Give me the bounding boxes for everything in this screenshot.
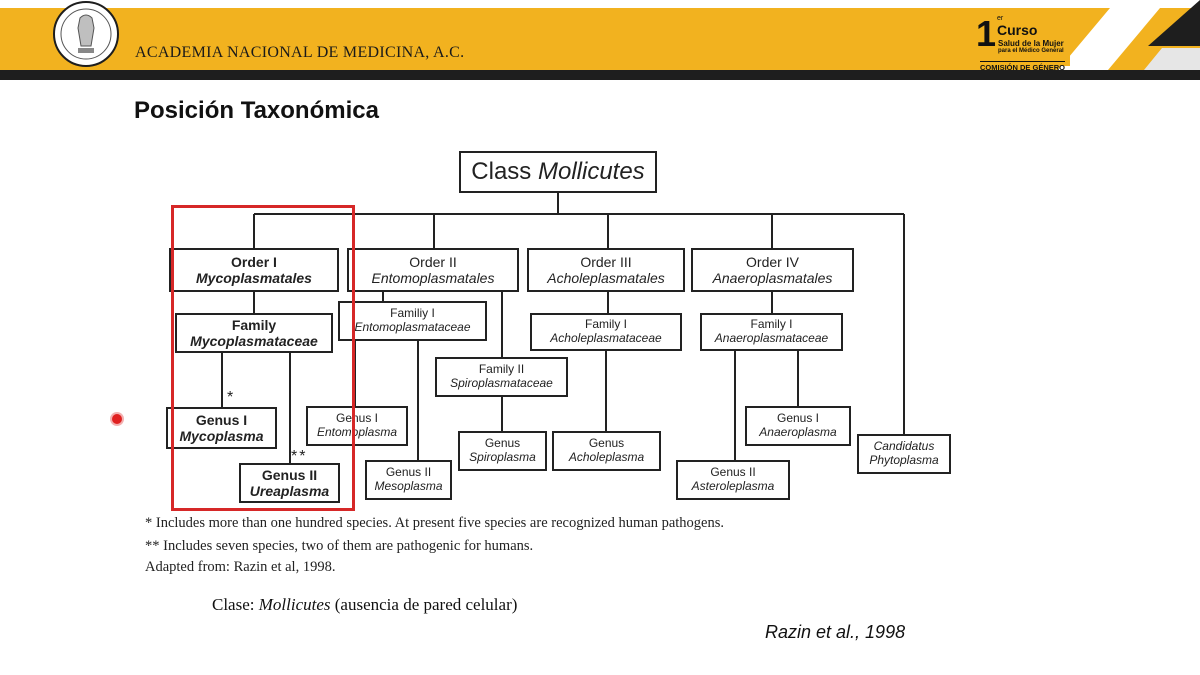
course-word: Curso <box>997 22 1038 38</box>
caption-suffix: (ausencia de pared celular) <box>330 595 518 614</box>
genus-acholeplasma-name: Acholeplasma <box>568 450 645 464</box>
order-iii-name: Acholeplasmatales <box>547 270 665 286</box>
order-ii-box: Order II Entomoplasmatales <box>347 248 519 292</box>
course-line2: para el Médico General <box>998 48 1064 54</box>
genus-anaeroplasma-box: Genus I Anaeroplasma <box>745 406 851 446</box>
genus-mycoplasma-name: Mycoplasma <box>179 428 264 444</box>
header-white-slash <box>1058 8 1160 70</box>
genus-entomoplasma-box: Genus I Entomoplasma <box>306 406 408 446</box>
class-prefix: Class <box>471 158 538 186</box>
genus-asteroleplasma-label: Genus II <box>710 465 756 480</box>
genus-asteroleplasma-name: Asteroleplasma <box>691 479 775 493</box>
genus-ureaplasma-label: Genus II <box>261 466 318 483</box>
laser-pointer-dot <box>112 414 122 424</box>
candidatus-label: Candidatus <box>873 439 935 454</box>
header-gray-slash <box>1144 48 1200 70</box>
genus-mycoplasma-label: Genus I <box>195 411 248 428</box>
family-acholeplasmataceae-name: Acholeplasmataceae <box>550 331 662 345</box>
family-mycoplasmataceae-label: Family <box>231 316 277 333</box>
genus-spiroplasma-label: Genus <box>484 436 521 451</box>
class-name: Mollicutes <box>537 158 645 186</box>
family-mycoplasmataceae-name: Mycoplasmataceae <box>190 333 318 349</box>
genus-asteroleplasma-box: Genus II Asteroleplasma <box>676 460 790 500</box>
header-dark-triangle <box>1148 0 1200 46</box>
order-ii-name: Entomoplasmatales <box>371 270 495 286</box>
family-acholeplasmataceae-box: Family I Acholeplasmataceae <box>530 313 682 351</box>
header-yellow-bar <box>0 8 1200 70</box>
order-i-label: Order I <box>231 253 277 270</box>
genus-entomoplasma-label: Genus I <box>335 411 379 426</box>
candidatus-phytoplasma-box: Candidatus Phytoplasma <box>857 434 951 474</box>
genus-spiroplasma-name: Spiroplasma <box>469 450 536 464</box>
phytoplasma-name: Phytoplasma <box>869 453 939 467</box>
citation: Razin et al., 1998 <box>765 622 906 642</box>
order-i-box: Order I Mycoplasmatales <box>169 248 339 292</box>
genus-mesoplasma-name: Mesoplasma <box>374 479 443 493</box>
genus-ureaplasma-box: Genus II Ureaplasma <box>239 463 340 503</box>
genus-spiroplasma-box: Genus Spiroplasma <box>458 431 547 471</box>
caption-prefix: Clase: <box>212 595 259 614</box>
academy-name: ACADEMIA NACIONAL DE MEDICINA, A.C. <box>135 44 465 61</box>
genus-acholeplasma-box: Genus Acholeplasma <box>552 431 661 471</box>
header-banner <box>0 0 1200 80</box>
family-entomoplasmataceae-box: Familiy I Entomoplasmataceae <box>338 301 487 341</box>
genus-anaeroplasma-name: Anaeroplasma <box>759 425 837 439</box>
order-i-name: Mycoplasmatales <box>196 270 312 286</box>
family-entomoplasmataceae-name: Entomoplasmataceae <box>354 320 471 334</box>
commission-label: COMISIÓN DE GÉNERO <box>980 61 1066 72</box>
family-anaeroplasmataceae-name: Anaeroplasmataceae <box>714 331 829 345</box>
genus-anaeroplasma-label: Genus I <box>776 411 820 426</box>
order-iii-label: Order III <box>580 253 632 270</box>
genus-entomoplasma-name: Entomoplasma <box>316 425 398 439</box>
footnote-double-asterisk: ** Includes seven species, two of them a… <box>145 538 534 554</box>
family-spiroplasmataceae-box: Family II Spiroplasmataceae <box>435 357 568 397</box>
order-ii-label: Order II <box>409 253 457 270</box>
family-spiroplasmataceae-name: Spiroplasmataceae <box>450 376 553 390</box>
slide-title: Posición Taxonómica <box>134 97 379 124</box>
caption-mollicutes: Clase: Mollicutes (ausencia de pared cel… <box>212 595 517 615</box>
course-line1: Salud de la Mujer <box>998 39 1064 48</box>
genus-mesoplasma-label: Genus II <box>385 465 432 480</box>
single-asterisk-mark: * <box>227 389 234 406</box>
double-asterisk-mark: ** <box>291 448 308 465</box>
course-superscript: er <box>997 15 1004 22</box>
academy-seal-icon <box>53 1 119 67</box>
genus-mesoplasma-box: Genus II Mesoplasma <box>365 460 452 500</box>
footnote-single-asterisk: * Includes more than one hundred species… <box>145 515 724 531</box>
course-logo-text: 1 er Curso Salud de la Mujer para el Méd… <box>976 13 1076 72</box>
family-anaeroplasmataceae-box: Family I Anaeroplasmataceae <box>700 313 843 351</box>
order-iii-box: Order III Acholeplasmatales <box>527 248 685 292</box>
caption-italic: Mollicutes <box>258 595 331 614</box>
course-logo <box>975 14 1070 66</box>
header-dark-band <box>0 70 1200 80</box>
class-mollicutes-box: Class Mollicutes <box>459 151 657 193</box>
family-entomoplasmataceae-label: Familiy I <box>390 306 435 321</box>
family-spiroplasmataceae-label: Family II <box>478 362 525 377</box>
order-iv-name: Anaeroplasmatales <box>712 270 833 286</box>
family-acholeplasmataceae-label: Family I <box>585 317 627 332</box>
genus-acholeplasma-label: Genus <box>588 436 625 451</box>
genus-ureaplasma-name: Ureaplasma <box>249 483 330 499</box>
family-mycoplasmataceae-box: Family Mycoplasmataceae <box>175 313 333 353</box>
genus-mycoplasma-box: Genus I Mycoplasma <box>166 407 277 449</box>
footnote-source: Adapted from: Razin et al, 1998. <box>145 559 336 575</box>
order-iv-label: Order IV <box>746 253 799 270</box>
course-number: 1 <box>976 13 997 54</box>
family-anaeroplasmataceae-label: Family I <box>750 317 793 332</box>
mycoplasmatales-highlight-box <box>171 205 355 511</box>
order-iv-box: Order IV Anaeroplasmatales <box>691 248 854 292</box>
